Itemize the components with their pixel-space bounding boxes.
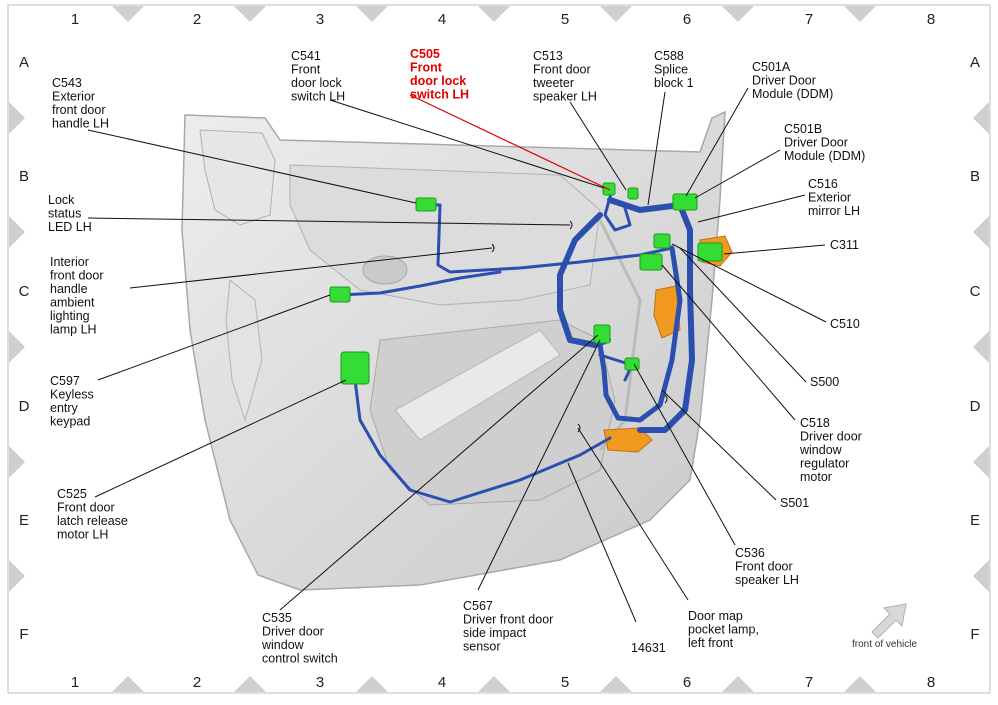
label-c505-highlighted: C505 Front door lock switch LH	[410, 47, 470, 102]
row-label: F	[19, 626, 28, 643]
label-c588: C588 Splice block 1	[654, 49, 694, 90]
splice-markers	[491, 220, 668, 433]
col-label: 5	[561, 674, 569, 691]
col-label: 8	[927, 11, 935, 28]
label-s501: S501	[780, 496, 809, 510]
row-labels-right: A B C D E F	[970, 54, 981, 643]
col-label: 1	[71, 11, 79, 28]
label-14631: 14631	[631, 641, 666, 655]
label-c536: C536 Front door speaker LH	[735, 546, 799, 587]
frame-border	[7, 4, 991, 694]
row-label: F	[970, 626, 979, 643]
label-c501a: C501A Driver Door Module (DDM)	[752, 60, 833, 101]
column-labels-top: 1 2 3 4 5 6 7 8	[71, 11, 935, 28]
col-label: 3	[316, 674, 324, 691]
row-label: B	[970, 168, 980, 185]
label-door-map-lamp: Door map pocket lamp, left front	[688, 609, 762, 650]
door-panel	[181, 110, 726, 591]
bottom-grid-markers	[112, 676, 876, 692]
row-labels-left: A B C D E F	[19, 54, 30, 643]
label-c513: C513 Front door tweeter speaker LH	[533, 49, 597, 104]
row-label: C	[19, 283, 30, 300]
front-of-vehicle-indicator: front of vehicle	[852, 603, 917, 650]
left-grid-markers	[9, 102, 25, 592]
col-label: 2	[193, 674, 201, 691]
col-label: 4	[438, 11, 446, 28]
label-ambient-lamp: Interior front door handle ambient light…	[50, 255, 107, 337]
direction-arrow-icon	[871, 603, 907, 639]
col-label: 8	[927, 674, 935, 691]
label-c510: C510	[830, 317, 860, 331]
top-grid-markers	[112, 6, 876, 22]
row-label: B	[19, 168, 29, 185]
col-label: 6	[683, 674, 691, 691]
row-label: D	[970, 398, 981, 415]
col-label: 2	[193, 11, 201, 28]
label-c597: C597 Keyless entry keypad	[50, 374, 97, 429]
col-label: 4	[438, 674, 446, 691]
col-label: 7	[805, 674, 813, 691]
highlight-leader-line	[409, 94, 611, 191]
right-grid-markers	[973, 102, 989, 592]
col-label: 1	[71, 674, 79, 691]
label-c543: C543 Exterior front door handle LH	[52, 76, 109, 131]
row-label: E	[19, 512, 29, 529]
label-c311: C311	[830, 238, 859, 252]
label-c518: C518 Driver door window regulator motor	[799, 416, 865, 484]
col-label: 5	[561, 11, 569, 28]
connectors	[329, 182, 723, 385]
col-label: 3	[316, 11, 324, 28]
leader-lines	[87, 87, 827, 623]
label-lock-status-led: Lock status LED LH	[48, 193, 92, 234]
front-of-vehicle-label: front of vehicle	[852, 639, 917, 650]
row-label: D	[19, 398, 30, 415]
row-label: A	[19, 54, 29, 71]
label-c535: C535 Driver door window control switch	[261, 611, 338, 666]
label-c516: C516 Exterior mirror LH	[808, 177, 860, 218]
row-label: E	[970, 512, 980, 529]
row-label: C	[970, 283, 981, 300]
label-c567: C567 Driver front door side impact senso…	[463, 599, 557, 654]
col-label: 7	[805, 11, 813, 28]
row-label: A	[970, 54, 980, 71]
col-label: 6	[683, 11, 691, 28]
label-s500: S500	[810, 375, 839, 389]
wiring-harness	[338, 188, 695, 504]
column-labels-bottom: 1 2 3 4 5 6 7 8	[71, 674, 935, 691]
label-c501b: C501B Driver Door Module (DDM)	[784, 122, 865, 163]
label-c525: C525 Front door latch release motor LH	[57, 487, 131, 542]
label-c541: C541 Front door lock switch LH	[291, 49, 345, 104]
